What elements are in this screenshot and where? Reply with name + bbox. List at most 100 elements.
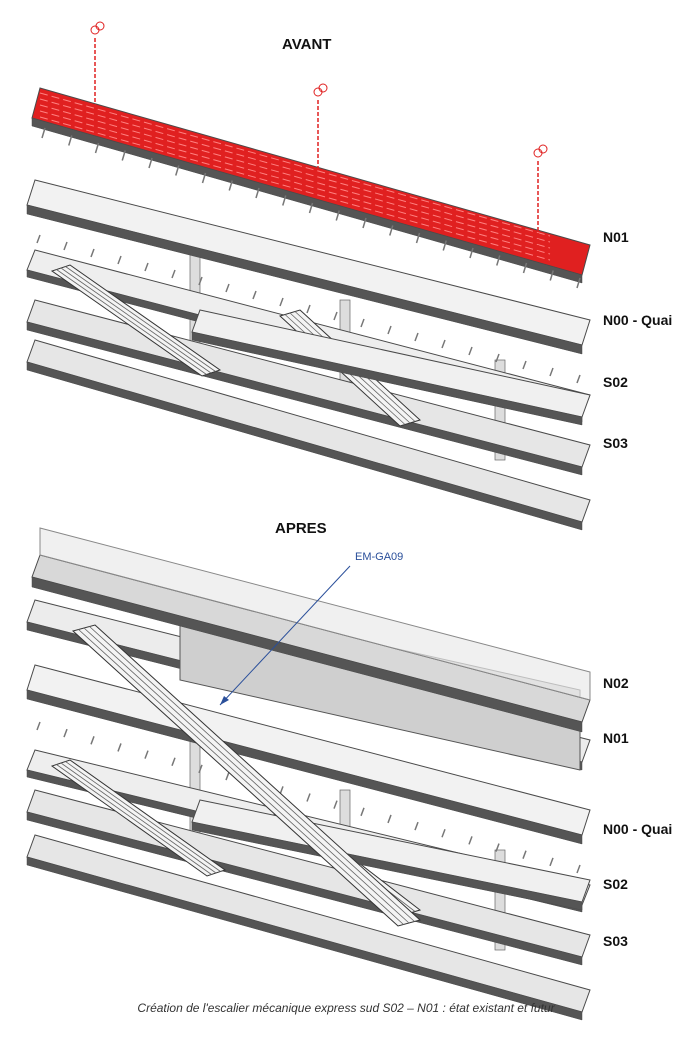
beam-before	[225, 283, 230, 293]
slab-after-n00-quai-edge	[26, 689, 583, 845]
escalator-after-west-rail	[65, 761, 221, 872]
column	[494, 359, 506, 461]
level-label-before-n01: N01	[603, 229, 629, 245]
demolition-marker-icon	[533, 148, 543, 158]
beam-after	[90, 736, 95, 745]
level-label-after-n00-quai: N00 - Quai	[603, 821, 673, 837]
beam-after	[387, 814, 392, 824]
level-label-after-s03: S03	[603, 933, 628, 949]
beam-before-n01	[201, 172, 207, 184]
beam-before-n01	[68, 135, 73, 146]
slab-after-n02-edge	[31, 576, 583, 733]
beam-before	[522, 360, 527, 370]
demolition-hatch	[39, 110, 551, 255]
beam-after	[468, 836, 473, 845]
slab-before-n00-quai-edge	[26, 204, 583, 355]
beam-after	[522, 850, 527, 859]
express-escalator-em-ga09-rail	[89, 626, 415, 922]
beam-before	[549, 367, 554, 377]
level-label-before-n00-quai: N00 - Quai	[603, 312, 673, 328]
beam-before-n01	[415, 232, 421, 244]
beam-before	[441, 339, 446, 349]
level-label-after-n02: N02	[603, 675, 629, 691]
beam-before	[117, 255, 122, 265]
beam-before-n01	[362, 217, 367, 229]
beam-before	[333, 311, 338, 321]
slab-after-s03-edge	[26, 856, 583, 1021]
beam-after	[495, 843, 500, 852]
beam-before-n01	[308, 202, 314, 214]
beam-after	[306, 793, 311, 802]
beam-after	[549, 857, 554, 867]
demolition-hatch	[39, 104, 551, 249]
beam-before-n01	[469, 247, 474, 259]
beam-after	[117, 743, 122, 752]
demolition-hatch	[39, 98, 551, 243]
beam-before-n01	[282, 195, 287, 206]
beam-before	[90, 248, 95, 258]
before-title: AVANT	[282, 36, 332, 53]
beam-before-n01	[148, 157, 153, 169]
beam-before	[63, 241, 68, 251]
escalator-after-west-rail	[56, 764, 212, 875]
beam-before	[198, 276, 203, 286]
demolition-marker-icon	[313, 87, 323, 97]
beam-after	[576, 864, 581, 874]
beam-before-n01	[442, 240, 447, 251]
beam-before	[360, 318, 365, 328]
glass-balustrade	[39, 527, 591, 701]
beam-after	[225, 771, 230, 781]
beam-after	[171, 757, 176, 767]
beam-before	[414, 332, 419, 342]
escalator-before-west-rail	[60, 267, 212, 374]
beam-before	[171, 269, 176, 279]
slab-after-s02-mezz-edge	[191, 821, 583, 911]
escalator-after-west-rail	[60, 762, 217, 874]
annotation-arrowhead-icon	[220, 696, 229, 705]
beam-before	[306, 304, 311, 314]
beam-before-n01	[94, 142, 100, 154]
beam-before-n01	[549, 270, 554, 281]
slab-before-n01-demolished-edge	[31, 117, 583, 284]
beam-before-n01	[121, 150, 126, 161]
beam-before-n01	[496, 255, 501, 266]
level-label-before-s02: S02	[603, 374, 628, 390]
beam-after	[144, 750, 149, 759]
column	[494, 849, 506, 951]
demolition-marker-icon	[318, 83, 328, 93]
demolition-hatch	[39, 92, 551, 237]
beam-before-n01	[41, 127, 46, 139]
beam-before-n01	[228, 180, 233, 191]
figure-caption: Création de l'escalier mécanique express…	[137, 1001, 555, 1015]
escalator-annotation-label: EM-GA09	[355, 551, 404, 563]
escalator-before-west-rail	[56, 269, 207, 375]
beam-before	[576, 374, 581, 384]
beam-before	[495, 353, 500, 363]
slab-before-s02-mezz-edge	[191, 331, 583, 426]
beam-before-n01	[255, 187, 260, 199]
beam-before	[279, 297, 284, 307]
beam-before	[252, 290, 257, 300]
beam-after	[63, 728, 68, 738]
beam-after	[198, 764, 203, 774]
demolition-marker-icon	[538, 144, 548, 154]
demolition-marker-icon	[90, 25, 100, 35]
beam-after	[333, 800, 338, 809]
level-label-after-s02: S02	[603, 876, 628, 892]
beam-after	[36, 721, 41, 731]
beam-before-n01	[522, 262, 528, 274]
beam-before	[144, 262, 149, 272]
slab-before-s03-edge	[26, 361, 583, 531]
level-label-after-n01: N01	[603, 730, 629, 746]
demolition-hatch	[39, 116, 551, 261]
beam-before	[468, 346, 473, 356]
beam-before-n01	[175, 165, 180, 176]
beam-before	[36, 234, 41, 244]
beam-before-n01	[335, 210, 340, 221]
escalator-before-west-rail	[65, 266, 216, 372]
level-label-before-s03: S03	[603, 435, 628, 451]
beam-before-n01	[389, 225, 394, 236]
after-title: APRES	[275, 520, 327, 537]
express-escalator-em-ga09-rail	[78, 629, 404, 925]
